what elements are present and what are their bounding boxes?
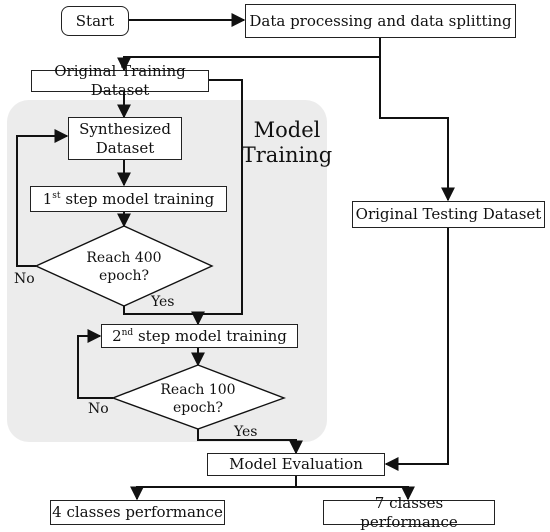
no-label-100: No <box>88 401 109 417</box>
edge-reach400-yes <box>123 306 205 326</box>
reach100-diamond <box>111 364 287 430</box>
no-label-400: No <box>14 271 35 287</box>
edge-reach100-no-loop <box>77 329 113 399</box>
reach100-text: Reach 100 epoch? <box>148 381 248 417</box>
synthesized-node: Synthesized Dataset <box>68 117 182 160</box>
step2-node: 2nd step model training <box>101 324 298 348</box>
perf7-label: 7 classes performance <box>360 493 458 531</box>
reach100-line2: epoch? <box>172 400 224 417</box>
perf7-node: 7 classes performance <box>323 494 495 531</box>
model-evaluation-label: Model Evaluation <box>229 455 363 474</box>
synthesized-label-line1: Synthesized <box>79 119 171 138</box>
step1-sup: st <box>52 190 61 201</box>
edge-training-right-to-step2 <box>198 79 243 315</box>
reach400-line2: epoch? <box>98 268 150 285</box>
reach400-text: Reach 400 epoch? <box>74 249 174 285</box>
step2-label: 2nd step model training <box>112 327 287 346</box>
model-training-title-line2: Training <box>241 143 333 168</box>
reach400-diamond <box>34 225 214 307</box>
edge-processing-to-training <box>117 38 381 72</box>
original-testing-label: Original Testing Dataset <box>355 205 542 224</box>
edge-reach400-no-loop <box>16 129 69 267</box>
start-label: Start <box>75 11 115 30</box>
model-training-title: Model Training <box>238 118 336 168</box>
step2-sup: nd <box>121 327 134 338</box>
perf4-label: 4 classes performance <box>52 503 223 522</box>
edge-evaluation-split <box>130 475 297 501</box>
edge-evaluation-to-perf7 <box>296 486 415 501</box>
perf4-node: 4 classes performance <box>50 500 225 525</box>
model-evaluation-node: Model Evaluation <box>207 453 385 476</box>
synthesized-label-line2: Dataset <box>95 138 155 157</box>
step1-node: 1st step model training <box>30 186 227 212</box>
data-processing-node: Data processing and data splitting <box>245 4 516 38</box>
step1-num: 1 <box>42 189 53 208</box>
original-testing-node: Original Testing Dataset <box>352 201 545 228</box>
reach100-line1: Reach 100 <box>160 382 236 398</box>
reach400-line1: Reach 400 <box>86 250 162 266</box>
step1-text: step model training <box>60 189 215 208</box>
start-node: Start <box>61 6 129 36</box>
edge-reach100-yes <box>197 429 303 455</box>
edge-processing-to-testing <box>379 57 455 202</box>
step2-text: step model training <box>133 326 287 345</box>
original-training-label: Original Training Dataset <box>54 62 186 99</box>
model-training-title-line1: Model <box>253 118 321 142</box>
step2-num: 2 <box>112 326 122 345</box>
edge-testing-to-evaluation <box>384 227 449 471</box>
yes-label-400: Yes <box>151 294 175 310</box>
step1-label: 1st step model training <box>43 190 215 209</box>
original-training-node: Original Training Dataset <box>31 62 209 99</box>
data-processing-label: Data processing and data splitting <box>249 11 512 30</box>
yes-label-100: Yes <box>234 424 258 440</box>
